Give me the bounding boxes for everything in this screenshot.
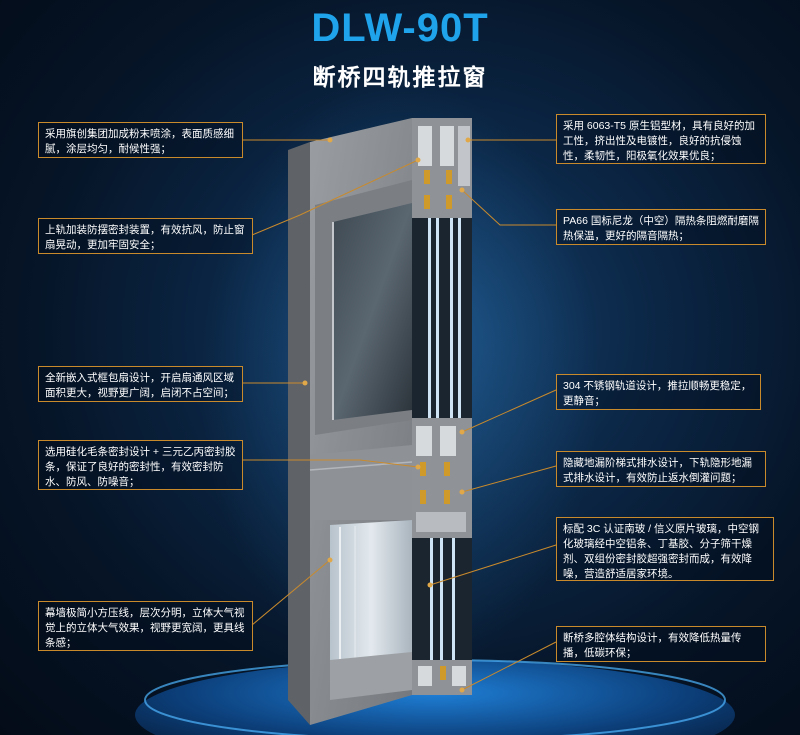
leader-dots-right [427, 137, 471, 693]
profile-cross-section [412, 118, 472, 695]
callout-text: 断桥多腔体结构设计，有效降低热量传播，低碳环保； [563, 632, 742, 659]
callout-text: 全新嵌入式框包扇设计，开启扇通风区域面积更大，视野更广阔，启闭不占空间； [45, 372, 234, 399]
callout-minimal-bead: 幕墙极简小方压线，层次分明，立体大气视觉上的立体大气效果，视野更宽阔，更具线条感… [38, 601, 253, 651]
callout-text: 选用硅化毛条密封设计 + 三元乙丙密封胶条，保证了良好的密封性，有效密封防水、防… [45, 446, 236, 488]
callout-text: PA66 国标尼龙（中空）隔热条阻燃耐磨隔热保温，更好的隔音隔热； [563, 215, 759, 242]
callout-text: 幕墙极简小方压线，层次分明，立体大气视觉上的立体大气效果，视野更宽阔，更具线条感… [45, 607, 245, 649]
callout-text: 采用 6063-T5 原生铝型材，具有良好的加工性，挤出性及电镀性，良好的抗侵蚀… [563, 120, 755, 162]
callout-sealing-strips: 选用硅化毛条密封设计 + 三元乙丙密封胶条，保证了良好的密封性，有效密封防水、防… [38, 440, 243, 490]
callout-text: 上轨加装防摆密封装置，有效抗风，防止窗扇晃动，更加牢固安全； [45, 224, 245, 251]
window-frame-left [288, 142, 310, 725]
callout-text: 隐藏地漏阶梯式排水设计，下轨隐形地漏式排水设计，有效防止返水倒灌问题； [563, 457, 752, 484]
upper-glass [333, 203, 412, 420]
callout-glass: 标配 3C 认证南玻 / 信义原片玻璃，中空钢化玻璃经中空铝条、丁基胶、分子筛干… [556, 517, 774, 581]
callout-text: 304 不锈钢轨道设计，推拉顺畅更稳定，更静音； [563, 380, 752, 407]
product-title: DLW-90T [311, 6, 489, 50]
callout-text: 采用旗创集团加成粉末喷涂，表面质感细腻，涂层均匀，耐候性强； [45, 128, 234, 155]
leader-lines-right [429, 139, 557, 691]
lower-glass [330, 520, 412, 668]
callout-text: 标配 3C 认证南玻 / 信义原片玻璃，中空钢化玻璃经中空铝条、丁基胶、分子筛干… [563, 523, 760, 580]
callout-powder-coating: 采用旗创集团加成粉末喷涂，表面质感细腻，涂层均匀，耐候性强； [38, 122, 243, 158]
podium [135, 660, 735, 735]
callout-drainage: 隐藏地漏阶梯式排水设计，下轨隐形地漏式排水设计，有效防止返水倒灌问题； [556, 451, 766, 487]
callout-steel-track: 304 不锈钢轨道设计，推拉顺畅更稳定，更静音； [556, 374, 761, 410]
transom [310, 445, 412, 520]
callout-multi-cavity: 断桥多腔体结构设计，有效降低热量传播，低碳环保； [556, 626, 766, 662]
callout-pa66-strip: PA66 国标尼龙（中空）隔热条阻燃耐磨隔热保温，更好的隔音隔热； [556, 209, 766, 245]
callout-aluminum-profile: 采用 6063-T5 原生铝型材，具有良好的加工性，挤出性及电镀性，良好的抗侵蚀… [556, 114, 766, 164]
leader-dots-left [302, 137, 421, 563]
callout-embedded-frame: 全新嵌入式框包扇设计，开启扇通风区域面积更大，视野更广阔，启闭不占空间； [38, 366, 243, 402]
callout-anti-sway-seal: 上轨加装防摆密封装置，有效抗风，防止窗扇晃动，更加牢固安全； [38, 218, 253, 254]
leader-lines-left [242, 139, 419, 626]
